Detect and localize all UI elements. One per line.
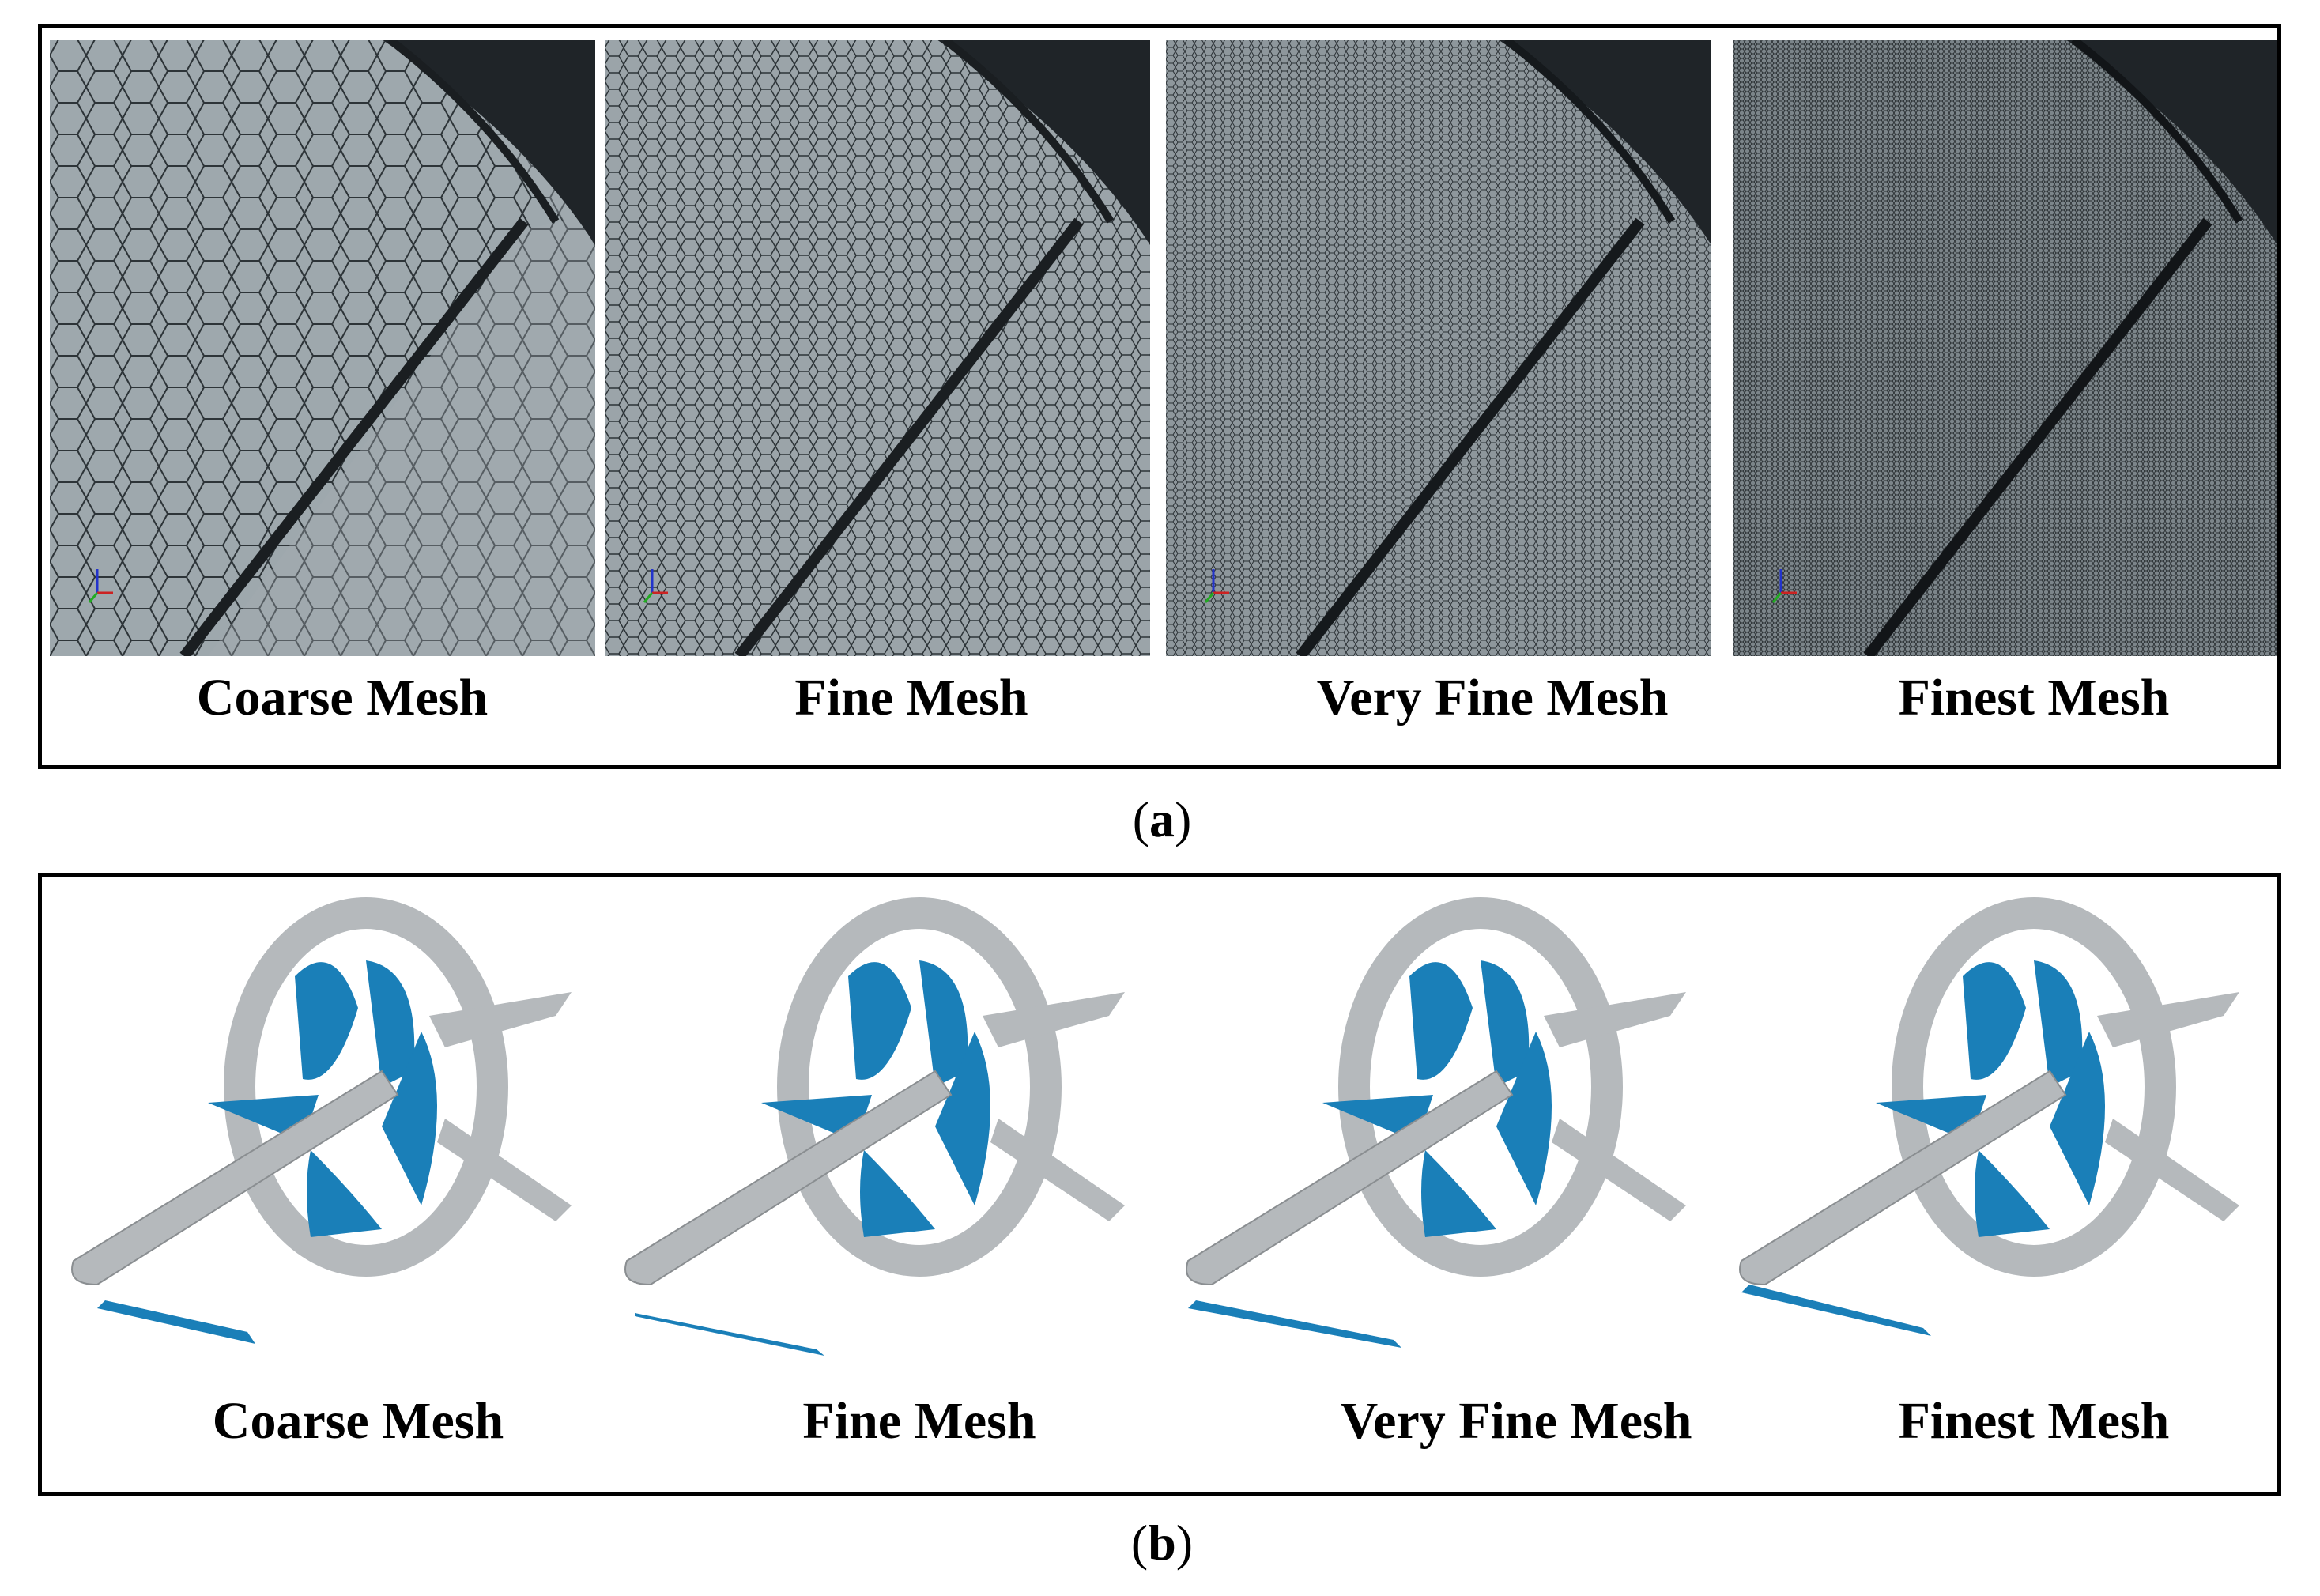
- label-very-fine-mesh: Very Fine Mesh: [1340, 1392, 1692, 1450]
- axis-triad-icon: [1204, 569, 1229, 603]
- label-very-fine-mesh: Very Fine Mesh: [1316, 669, 1669, 726]
- fine-mesh-image: [605, 40, 1150, 656]
- finest-rotor-image: [1739, 897, 2239, 1336]
- very-fine-rotor-image: [1186, 897, 1686, 1348]
- axis-triad-icon: [643, 569, 668, 603]
- panel-a-mesh-views: Coarse Mesh Fine Mesh Very Fine Mesh Fin…: [38, 24, 2281, 769]
- axis-triad-icon: [88, 569, 113, 603]
- label-finest-mesh: Finest Mesh: [1898, 669, 2170, 726]
- rotor-shape: [624, 897, 1125, 1286]
- fine-rotor-image: [624, 897, 1125, 1356]
- finest-mesh-image: [1733, 40, 2277, 656]
- label-fine-mesh: Fine Mesh: [802, 1392, 1036, 1450]
- rotor-shape: [71, 897, 572, 1286]
- coarse-mesh-image: [50, 40, 595, 656]
- label-coarse-mesh: Coarse Mesh: [196, 669, 489, 726]
- caption-b: (b): [1130, 1515, 1194, 1571]
- label-coarse-mesh: Coarse Mesh: [212, 1392, 504, 1450]
- caption-a: (a): [1132, 791, 1192, 847]
- label-fine-mesh: Fine Mesh: [794, 669, 1028, 726]
- cavity-streak: [1741, 1285, 1931, 1336]
- label-finest-mesh: Finest Mesh: [1898, 1392, 2170, 1450]
- panel-b-cavitation-views: Coarse Mesh Fine Mesh Very Fine Mesh Fin…: [38, 873, 2281, 1496]
- rotor-shape: [1186, 897, 1686, 1286]
- cavity-streak: [97, 1300, 255, 1344]
- very-fine-mesh-image: [1166, 40, 1711, 656]
- axis-triad-icon: [1771, 569, 1797, 603]
- rotor-shape: [1739, 897, 2239, 1286]
- coarse-rotor-image: [71, 897, 572, 1344]
- cavity-streak: [635, 1313, 824, 1356]
- cavity-streak: [1188, 1300, 1401, 1348]
